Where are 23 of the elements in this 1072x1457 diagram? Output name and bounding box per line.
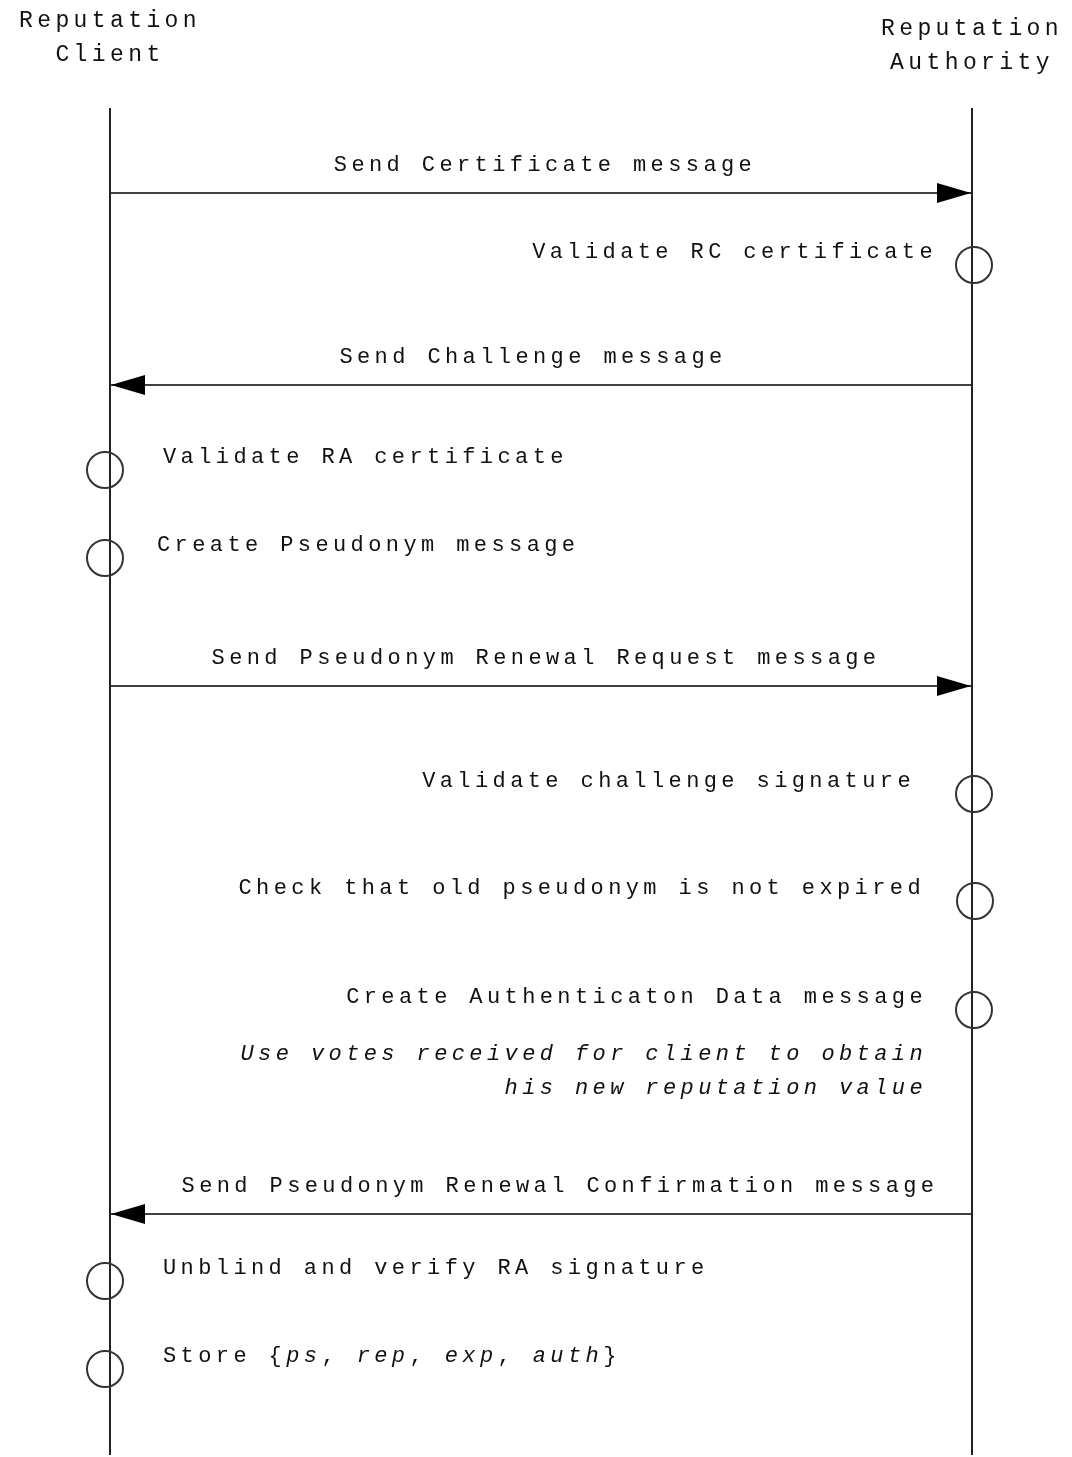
step-label: Store {ps, rep, exp, auth} — [163, 1343, 621, 1371]
step-label: Check that old pseudonym is not expired — [238, 875, 925, 903]
message-arrow — [110, 676, 972, 696]
activity-circle — [955, 991, 993, 1029]
lifeline-heading: Reputation Authority — [880, 15, 1064, 78]
step-label: Create Authenticaton Data message — [346, 984, 927, 1012]
message-arrow — [110, 1204, 972, 1224]
lifeline-heading: Reputation Client — [18, 7, 202, 70]
step-label: Validate RC certificate — [532, 239, 937, 267]
step-note: Use votes received for client to obtain his new reputation value — [239, 1041, 927, 1103]
activity-circle — [956, 882, 994, 920]
step-label: Validate RA certificate — [163, 444, 568, 472]
activity-circle — [955, 246, 993, 284]
activity-circle — [86, 1262, 124, 1300]
activity-circle — [955, 775, 993, 813]
message-arrow — [110, 375, 972, 395]
step-label: Unblind and verify RA signature — [163, 1255, 709, 1283]
activity-circle — [86, 451, 124, 489]
activity-circle — [86, 539, 124, 577]
step-label: Create Pseudonym message — [157, 532, 580, 560]
step-label: Validate challenge signature — [422, 768, 915, 796]
message-arrow — [110, 183, 972, 203]
activity-circle — [86, 1350, 124, 1388]
